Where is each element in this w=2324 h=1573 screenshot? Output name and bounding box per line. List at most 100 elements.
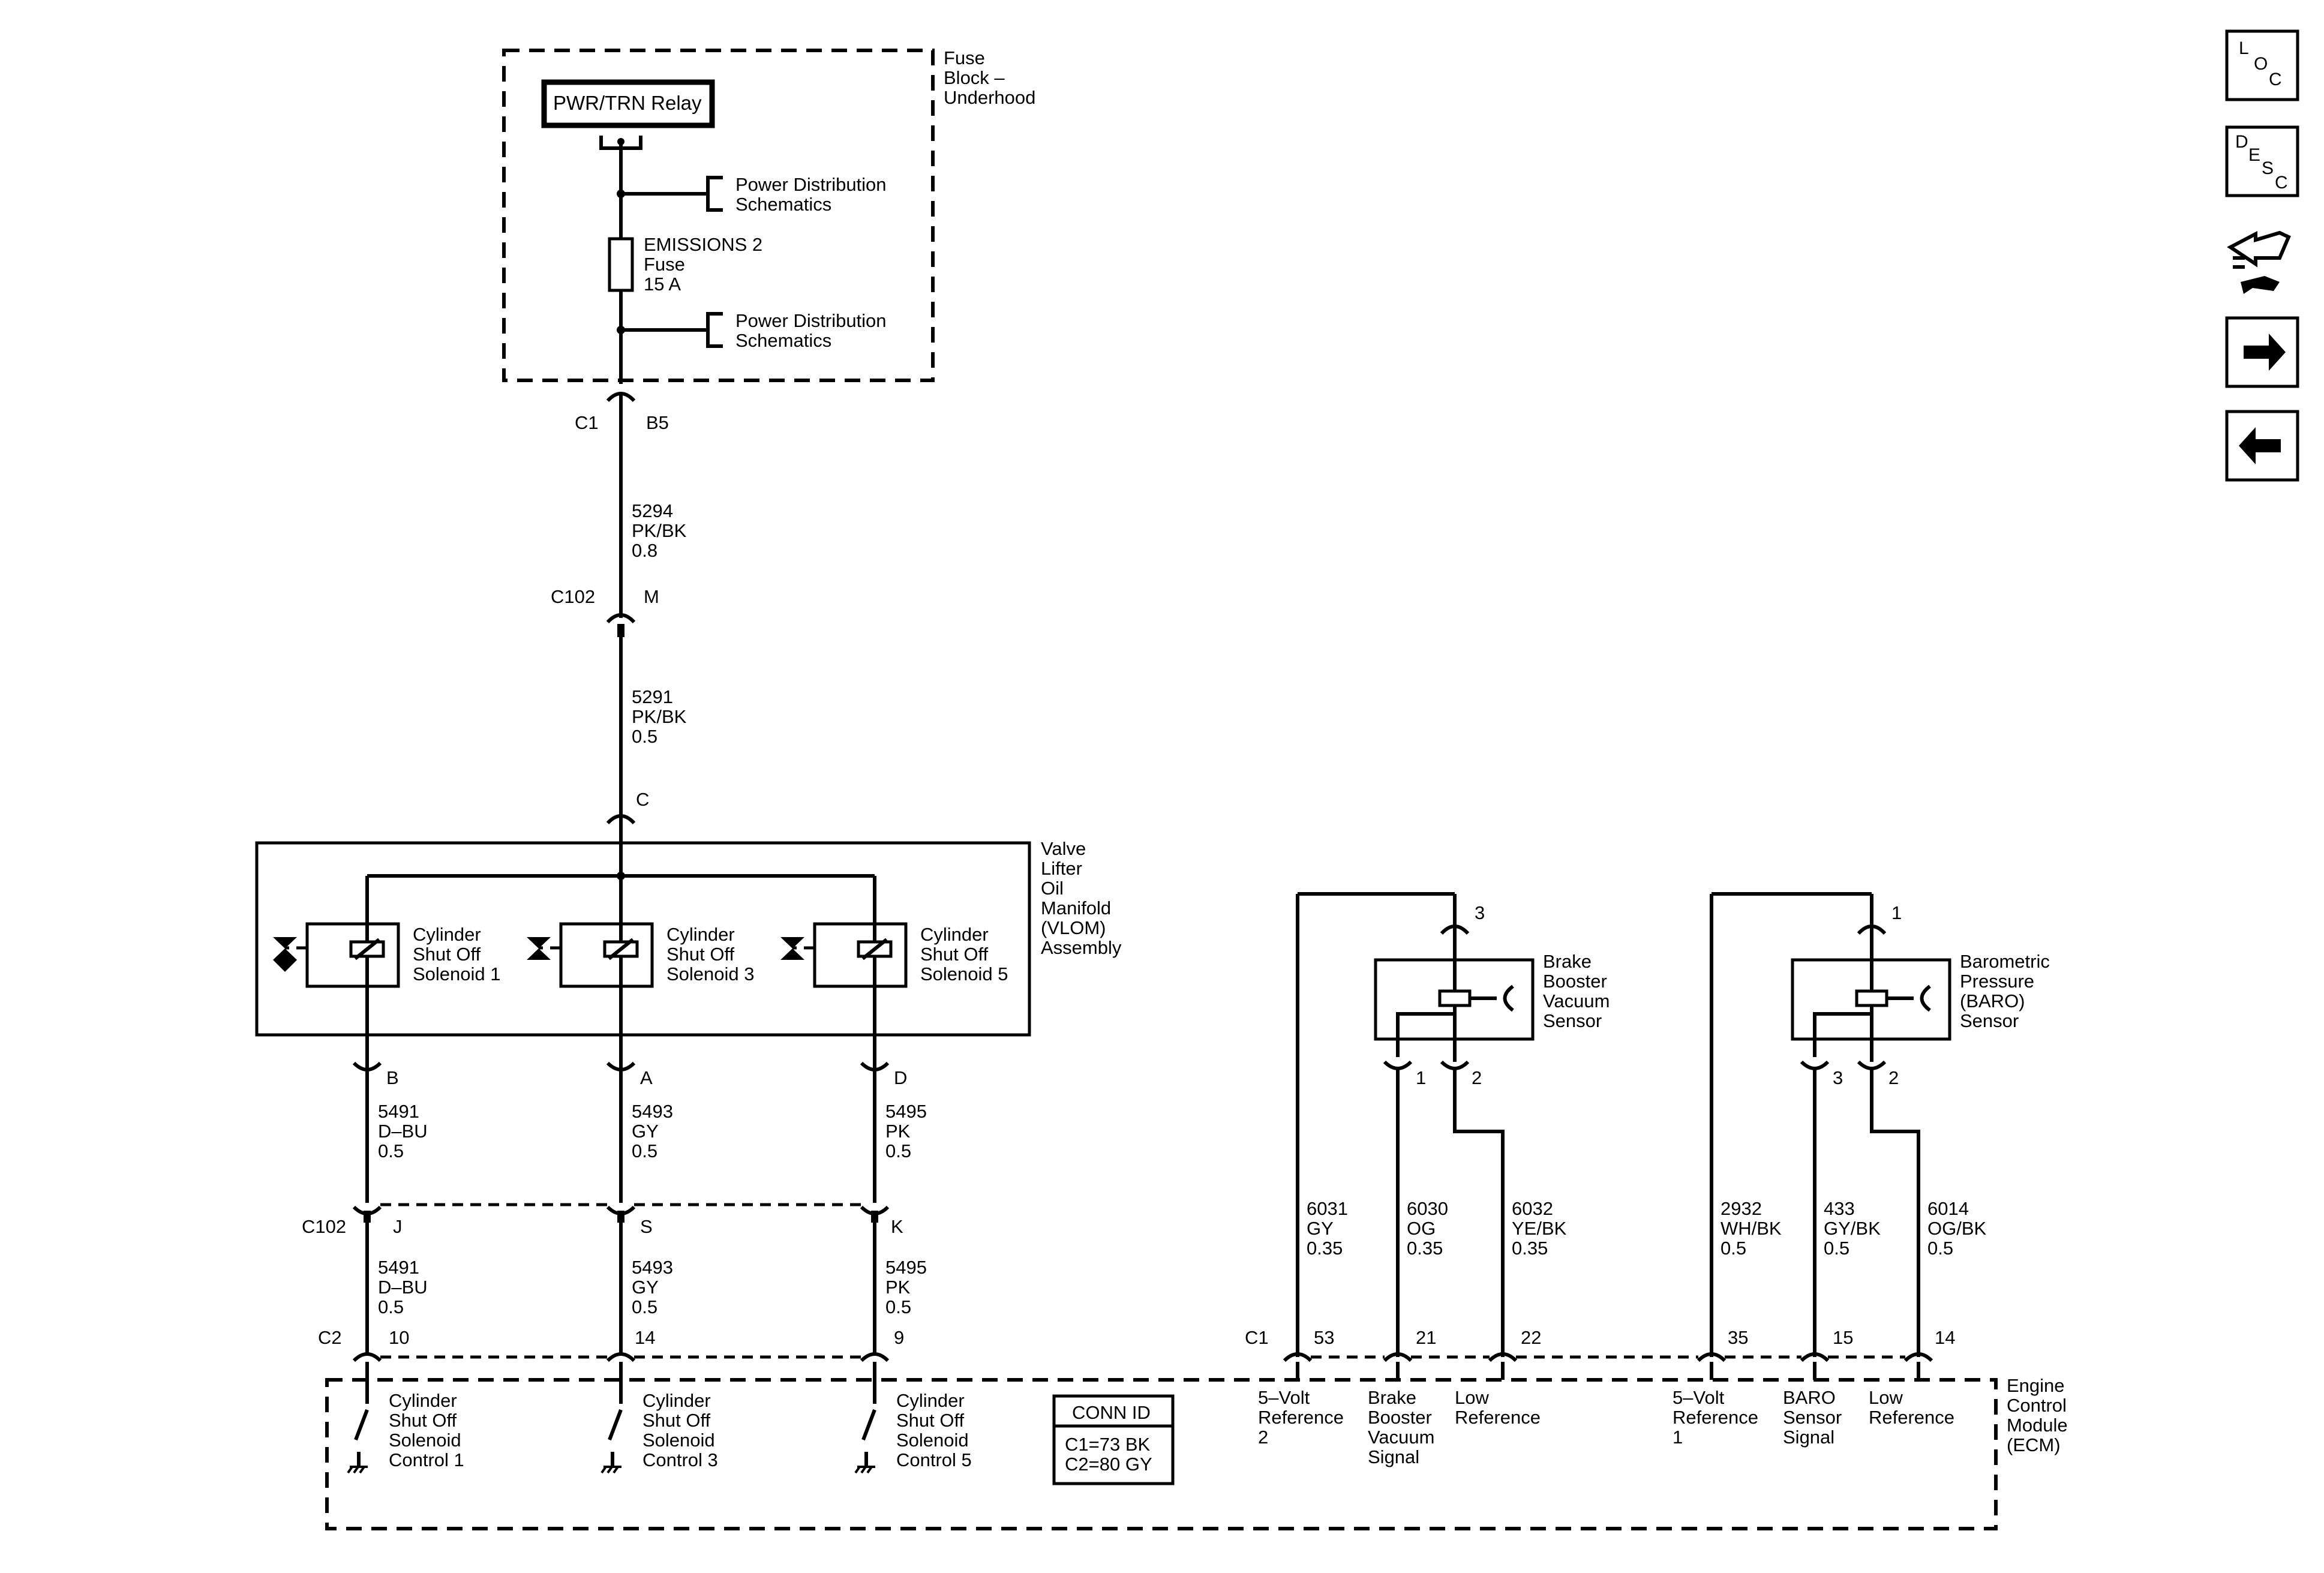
m-label: M bbox=[644, 586, 659, 607]
wire-5491b-size: 0.5 bbox=[378, 1296, 404, 1317]
solenoid-3-box bbox=[559, 922, 654, 988]
wire-433-color: GY/BK bbox=[1824, 1218, 1881, 1239]
ecm-c2-pin-10: 10 bbox=[389, 1327, 409, 1348]
brake-sensor-pin-3-label: 3 bbox=[1475, 902, 1485, 923]
ecm-title-1: Engine bbox=[2007, 1375, 2065, 1396]
vlom-title-2: Lifter bbox=[1041, 858, 1082, 879]
baro-sensor: 1 Barometric Pressure (BARO) Sensor 3 2 bbox=[1710, 892, 2050, 1357]
brake-sensor-pin-2 bbox=[1440, 1060, 1470, 1070]
wrench-icon bbox=[2241, 276, 2280, 294]
solenoid-3-line1: Cylinder bbox=[666, 924, 735, 945]
power-dist-bracket-1 bbox=[706, 176, 723, 212]
brake-sensor-pin-3 bbox=[1440, 924, 1470, 935]
vlom-c-label: C bbox=[636, 789, 649, 810]
wire-5493a-color: GY bbox=[632, 1121, 659, 1142]
engine-control-module: Engine Control Module (ECM) Cylinder Shu… bbox=[325, 1362, 2068, 1530]
wire-5493b-num: 5493 bbox=[632, 1257, 673, 1278]
wire-6014-color: OG/BK bbox=[1927, 1218, 1987, 1239]
fn-bbv-line3: Vacuum bbox=[1368, 1427, 1434, 1448]
solenoid-1-line1: Cylinder bbox=[413, 924, 481, 945]
ecm-c1-pin-22: 22 bbox=[1521, 1327, 1541, 1348]
power-dist-1-line2: Schematics bbox=[735, 194, 831, 215]
ecm-c1-pin-21: 21 bbox=[1416, 1327, 1436, 1348]
pwr-trn-relay-box bbox=[541, 79, 715, 128]
solenoid-output-wiring: B A D 5491 D–BU 0.5 5493 GY 0.5 5495 PK … bbox=[302, 1035, 927, 1362]
vlom-assembly-box bbox=[255, 841, 1031, 1037]
ecm-ctrl5-line2: Shut Off bbox=[896, 1410, 965, 1431]
previous-page-button[interactable] bbox=[2225, 410, 2299, 482]
ground-icon bbox=[347, 1466, 368, 1474]
baro-sensor-title-4: Sensor bbox=[1960, 1010, 2019, 1031]
solenoid-5: Cylinder Shut Off Solenoid 5 bbox=[780, 922, 1008, 1038]
wire-5493b-color: GY bbox=[632, 1277, 659, 1298]
power-dist-bracket-2 bbox=[706, 312, 723, 348]
connector-c102-m bbox=[606, 613, 636, 624]
brake-sensor-title-1: Brake bbox=[1543, 951, 1592, 972]
pwr-trn-relay-label: PWR/TRN Relay bbox=[553, 92, 702, 114]
wire-5491a-size: 0.5 bbox=[378, 1140, 404, 1161]
wire-5294-color: PK/BK bbox=[632, 520, 687, 541]
ecm-ctrl5-line1: Cylinder bbox=[896, 1390, 965, 1411]
wire-5491b-num: 5491 bbox=[378, 1257, 419, 1278]
baro-sensor-pin-1-label: 1 bbox=[1891, 902, 1902, 923]
desc-letter-d: D bbox=[2235, 132, 2248, 152]
vlom-title-4: Manifold bbox=[1041, 897, 1111, 918]
vlom-title-1: Valve bbox=[1041, 838, 1086, 859]
vlom-pin-a-label: A bbox=[640, 1067, 653, 1088]
arrow-left-icon bbox=[2239, 427, 2281, 464]
fuse-label-3: 15 A bbox=[644, 274, 681, 295]
baro-sensor-title-2: Pressure bbox=[1960, 971, 2034, 992]
wire-5495a-color: PK bbox=[885, 1121, 911, 1142]
conn-id-title: CONN ID bbox=[1072, 1402, 1151, 1423]
vlom-title-3: Oil bbox=[1041, 878, 1064, 899]
conn-id-c2: C2=80 GY bbox=[1065, 1454, 1152, 1475]
c102-pin-k: K bbox=[891, 1216, 903, 1237]
brake-sensor-title-2: Booster bbox=[1543, 971, 1607, 992]
wire-5493a-num: 5493 bbox=[632, 1101, 673, 1122]
wire-6032-color: YE/BK bbox=[1512, 1218, 1567, 1239]
solenoid-3-line3: Solenoid 3 bbox=[666, 963, 755, 984]
valve-icon bbox=[527, 937, 551, 960]
solenoid-3: Cylinder Shut Off Solenoid 3 bbox=[527, 922, 755, 1038]
wire-2932-size: 0.5 bbox=[1721, 1238, 1746, 1259]
ecm-c1-pin-35: 35 bbox=[1728, 1327, 1748, 1348]
fuse-label-1: EMISSIONS 2 bbox=[644, 234, 762, 255]
power-dist-2-line2: Schematics bbox=[735, 330, 831, 351]
fn-5v-ref2-line1: 5–Volt bbox=[1258, 1387, 1310, 1408]
fn-bbv-line1: Brake bbox=[1368, 1387, 1416, 1408]
valve-icon bbox=[780, 937, 804, 960]
fuse-label-2: Fuse bbox=[644, 254, 685, 275]
brake-sensor-pin-1 bbox=[1383, 1060, 1413, 1070]
switch-icon bbox=[608, 1409, 623, 1441]
ecm-c1-pin-14: 14 bbox=[1935, 1327, 1955, 1348]
loc-letter-o: O bbox=[2254, 54, 2268, 74]
wire-5495a-size: 0.5 bbox=[885, 1140, 911, 1161]
wire-6030-num: 6030 bbox=[1407, 1198, 1448, 1219]
wire-5491b-color: D–BU bbox=[378, 1277, 428, 1298]
fn-baro-line3: Signal bbox=[1783, 1427, 1834, 1448]
ecm-title-3: Module bbox=[2007, 1415, 2068, 1436]
fn-baro-line1: BARO bbox=[1783, 1387, 1836, 1408]
diagnostic-connector-button[interactable] bbox=[2227, 230, 2291, 294]
wire-6014-num: 6014 bbox=[1927, 1198, 1969, 1219]
ecm-ctrl1-line3: Solenoid bbox=[389, 1430, 461, 1451]
wire-5493b-size: 0.5 bbox=[632, 1296, 657, 1317]
description-button[interactable]: D E S C bbox=[2225, 125, 2299, 197]
c102-label-upper: C102 bbox=[551, 586, 595, 607]
loc-letter-l: L bbox=[2239, 38, 2249, 58]
location-button[interactable]: L O C bbox=[2225, 29, 2299, 101]
next-page-button[interactable] bbox=[2225, 316, 2299, 388]
ecm-ctrl3-line1: Cylinder bbox=[642, 1390, 711, 1411]
fuse-block-title-3: Underhood bbox=[944, 87, 1035, 108]
wire-6014-size: 0.5 bbox=[1927, 1238, 1953, 1259]
ecm-ctrl1-line4: Control 1 bbox=[389, 1449, 464, 1470]
ecm-c2-pin-14: 14 bbox=[635, 1327, 655, 1348]
main-feed-wiring: C1 B5 5294 PK/BK 0.8 C102 M 5291 PK/BK 0… bbox=[551, 392, 687, 843]
vlom-title-5: (VLOM) bbox=[1041, 917, 1106, 938]
ecm-driver-1: Cylinder Shut Off Solenoid Control 1 bbox=[347, 1362, 464, 1474]
ecm-c1-pin-53: 53 bbox=[1314, 1327, 1334, 1348]
b5-label: B5 bbox=[646, 412, 669, 433]
wire-5291-color: PK/BK bbox=[632, 706, 687, 727]
arrow-right-icon bbox=[2244, 334, 2286, 371]
connector-swap-icon bbox=[2227, 230, 2291, 268]
